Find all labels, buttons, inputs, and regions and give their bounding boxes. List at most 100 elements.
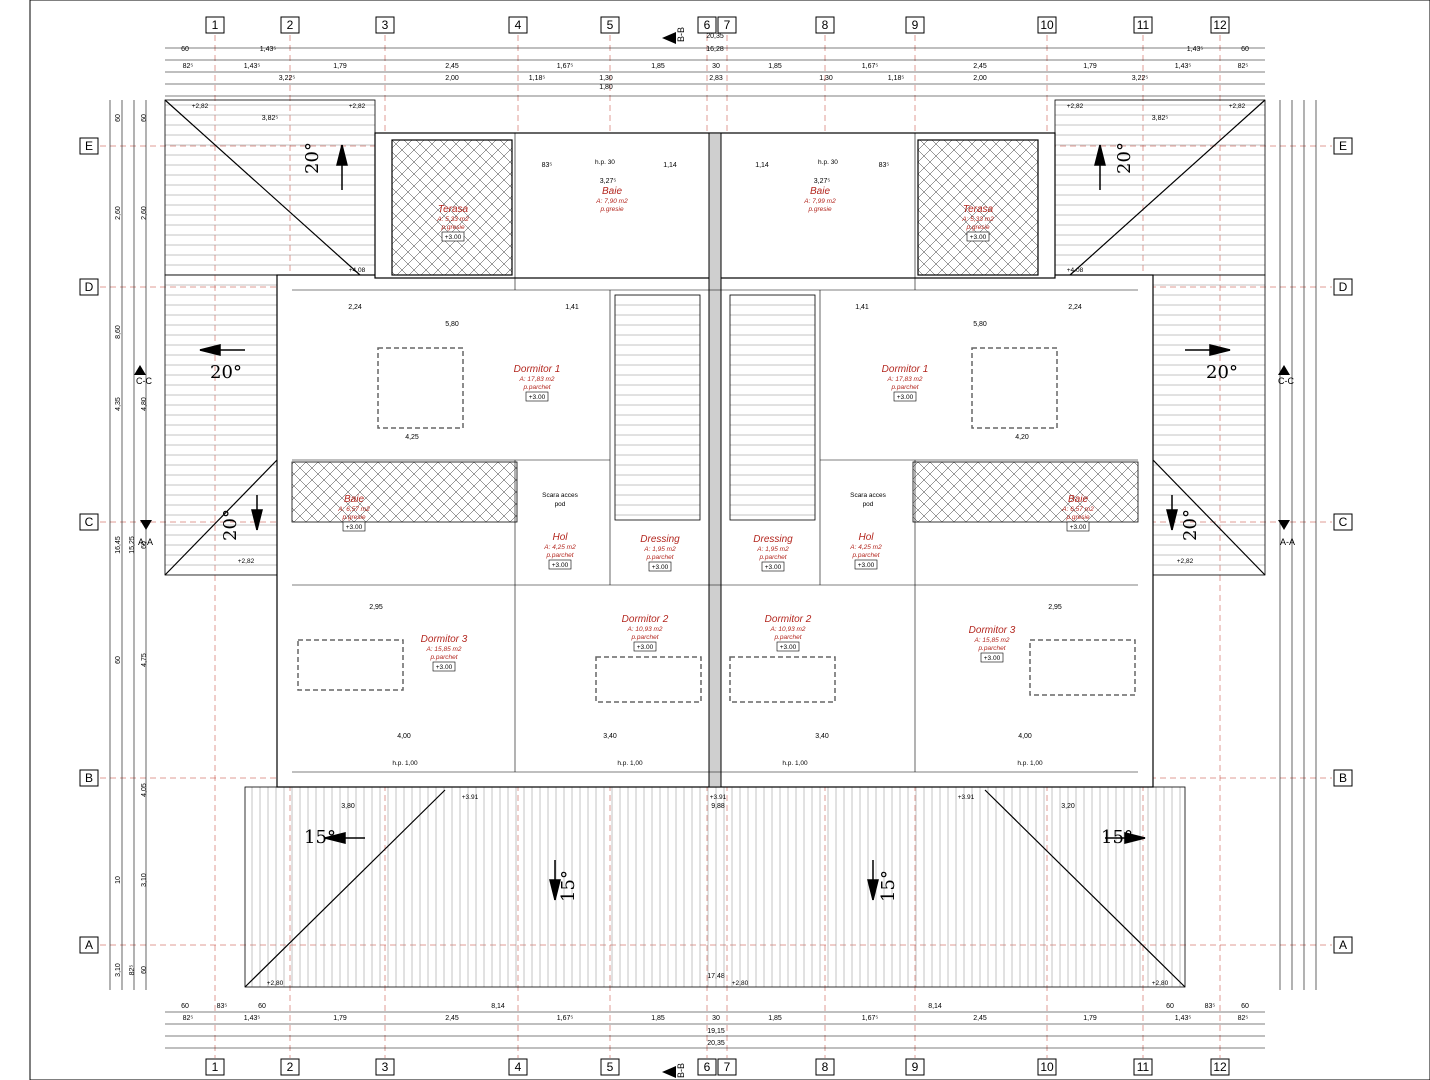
dimension-top: 1,43⁵	[1187, 46, 1204, 53]
dim-label: 3,80	[341, 803, 355, 810]
dim-label: 1,14	[663, 162, 677, 169]
room-level: +3.00	[346, 524, 363, 531]
dimension-top: 2,00	[445, 75, 459, 82]
column-axis-label: 11	[1137, 18, 1150, 32]
staircase-right	[729, 294, 816, 521]
dimension-left: 60	[115, 114, 122, 122]
dimension-bottom: 60	[1241, 1003, 1249, 1010]
level-label: +2,80	[1152, 980, 1169, 987]
section-aa-right: A-A	[1280, 537, 1295, 547]
room-area: A: 1,95 m2	[643, 546, 676, 553]
column-axis-label: 1	[212, 18, 219, 32]
dimension-top: 1,67⁵	[557, 63, 574, 70]
dim-label: 83⁵	[879, 162, 890, 169]
dimension-left: 8,60	[115, 325, 122, 339]
column-axis-4: 4	[508, 1058, 528, 1076]
column-axis-label: 7	[724, 18, 731, 32]
staircase-left	[614, 294, 701, 521]
dimension-lines-bottom	[165, 1011, 1265, 1049]
level-label: +2,82	[192, 103, 209, 110]
stair-label: pod	[863, 501, 874, 508]
bed-left-3	[297, 639, 404, 691]
room-name: Dressing	[640, 534, 680, 545]
column-axis-9: 9	[905, 1058, 925, 1076]
row-axis-E: E	[1333, 137, 1353, 155]
room-floor: p.parchet	[758, 554, 787, 561]
row-axis-label: A	[1339, 938, 1347, 952]
row-axis-B: B	[79, 769, 99, 787]
dimension-top: 60	[181, 46, 189, 53]
hp-label: h.p. 1,00	[1017, 760, 1043, 767]
dimension-top: 1,79	[1083, 63, 1097, 70]
slope-arrows	[199, 144, 1231, 901]
room-label: Dormitor 3A: 15,85 m2p.parchet+3.00	[969, 625, 1016, 663]
dimension-top: 1,18⁵	[529, 75, 546, 82]
room-name: Hol	[552, 532, 568, 543]
dim-label: 4,20	[1015, 434, 1029, 441]
dimension-bottom: 19,15	[707, 1028, 725, 1035]
dimension-top: 2,00	[973, 75, 987, 82]
bed-left-2	[595, 656, 702, 703]
room-name: Baie	[810, 186, 830, 197]
room-floor: p.parchet	[630, 634, 659, 641]
stair-label: Scara acces	[542, 492, 579, 499]
column-axis-6: 6	[697, 16, 717, 34]
room-level: +3.00	[637, 644, 654, 651]
column-axis-5: 5	[600, 1058, 620, 1076]
room-level: +3.00	[1070, 524, 1087, 531]
section-cc-right: C-C	[1278, 376, 1294, 386]
dimension-left: 4,75	[141, 653, 148, 667]
room-level: +3.00	[780, 644, 797, 651]
bed-left-1	[377, 347, 464, 429]
column-axis-label: 8	[822, 18, 829, 32]
dim-label: 2,95	[1048, 604, 1062, 611]
row-axis-C: C	[1333, 513, 1353, 531]
room-name: Dormitor 2	[765, 614, 812, 625]
column-axis-label: 3	[382, 1060, 389, 1074]
dimension-bottom: 2,45	[973, 1015, 987, 1022]
level-label: +3.91	[462, 794, 479, 801]
column-axis-2: 2	[280, 1058, 300, 1076]
stair-label: Scara acces	[850, 492, 887, 499]
column-axis-12: 12	[1210, 16, 1230, 34]
room-level: +3.00	[970, 234, 987, 241]
dimension-top: 2,45	[973, 63, 987, 70]
column-axis-label: 8	[822, 1060, 829, 1074]
dimension-top: 2,45	[445, 63, 459, 70]
column-axis-7: 7	[717, 1058, 737, 1076]
room-area: A: 4,25 m2	[543, 544, 576, 551]
column-axis-label: 7	[724, 1060, 731, 1074]
level-label: +2,82	[238, 558, 255, 565]
row-axis-B: B	[1333, 769, 1353, 787]
column-axis-9: 9	[905, 16, 925, 34]
room-area: A: 17,83 m2	[518, 376, 554, 383]
slope-label: 20°	[302, 142, 323, 174]
slope-label: 15°	[304, 827, 336, 848]
slope-label: 15°	[558, 870, 579, 902]
column-axis-label: 12	[1213, 1060, 1227, 1074]
room-name: Baie	[602, 186, 622, 197]
dimension-bottom: 60	[181, 1003, 189, 1010]
room-level: +3.00	[436, 664, 453, 671]
room-area: A: 10,93 m2	[769, 626, 805, 633]
dim-label: 1,14	[755, 162, 769, 169]
room-level: +3.00	[552, 562, 569, 569]
dimension-bottom: 20,35	[707, 1040, 725, 1047]
terrace-right-hatch	[917, 139, 1039, 276]
level-label: +3.91	[958, 794, 975, 801]
column-axis-label: 4	[515, 1060, 522, 1074]
dimension-left: 60	[141, 114, 148, 122]
room-area: A: 5,33 m2	[436, 216, 469, 223]
level-label: +3.91	[710, 794, 727, 801]
dimension-bottom: 8,14	[928, 1003, 942, 1010]
slope-label: 20°	[1114, 142, 1135, 174]
room-area: A: 7,90 m2	[595, 198, 628, 205]
dim-label: 2,95	[369, 604, 383, 611]
section-aa-left: A-A	[138, 537, 153, 547]
dim-label: 5,80	[973, 321, 987, 328]
dimension-left: 82⁵	[129, 965, 136, 976]
dimension-top: 1,30	[819, 75, 833, 82]
